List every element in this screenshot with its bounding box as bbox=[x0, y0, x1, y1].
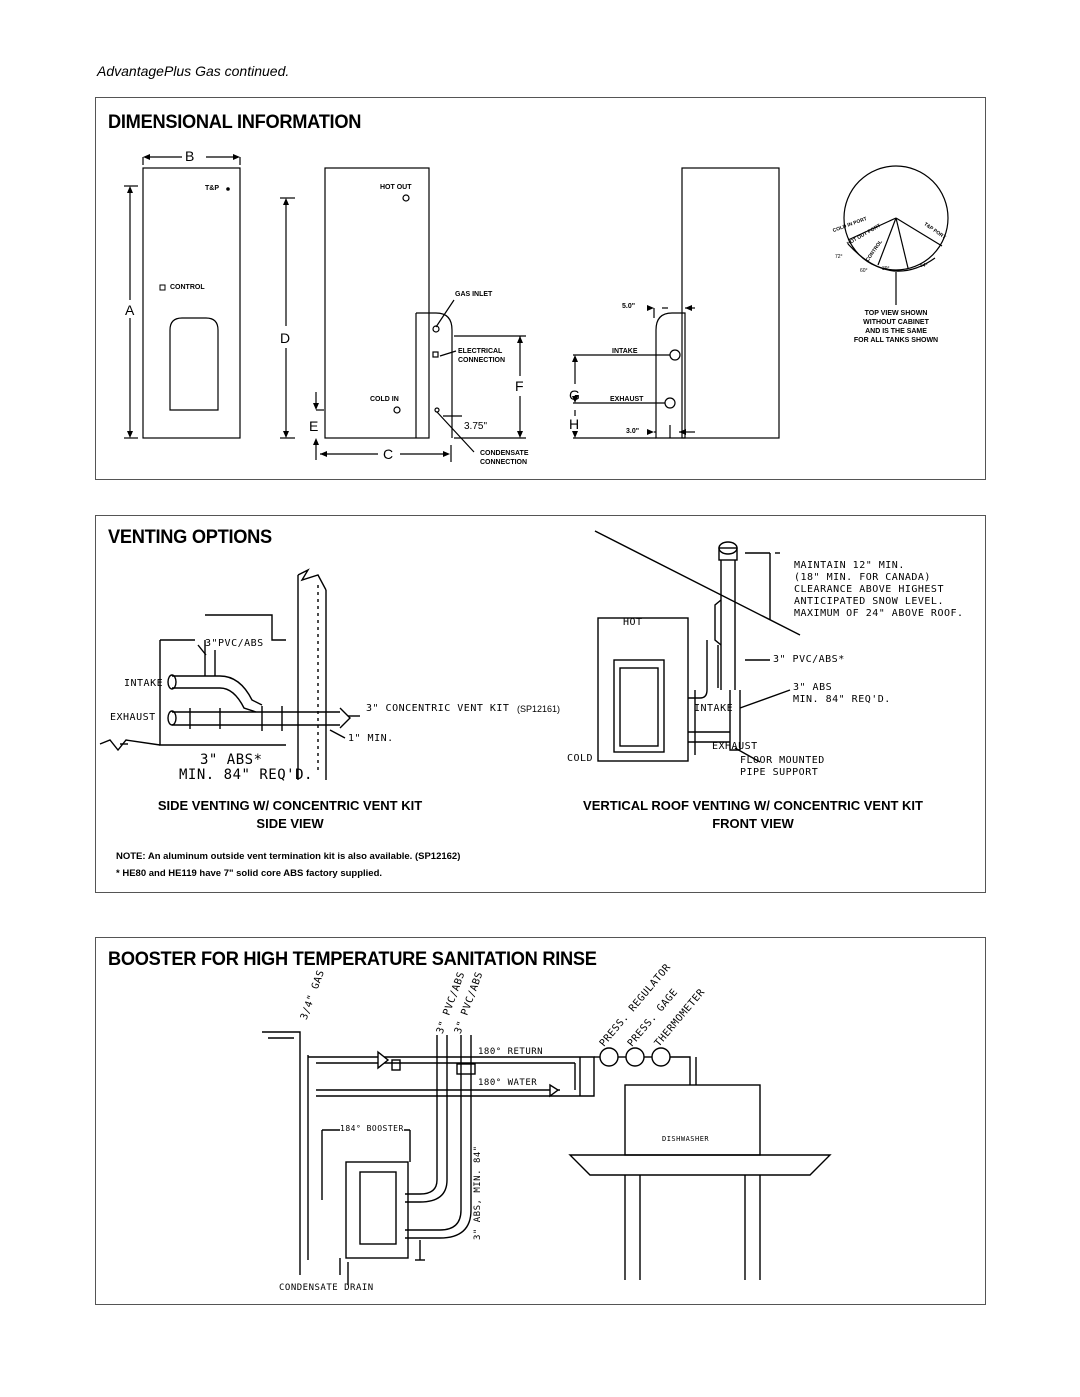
vertical-exhaust-label: EXHAUST bbox=[712, 741, 758, 752]
side-min1-label: 1" MIN. bbox=[348, 733, 394, 744]
dim-h-label: H bbox=[569, 416, 580, 432]
top-view-line1: TOP VIEW SHOWN bbox=[864, 310, 928, 317]
top-view-line2: WITHOUT CABINET bbox=[863, 319, 929, 326]
dim-50-label: 5.0" bbox=[622, 303, 636, 310]
vertical-hot-label: HOT bbox=[623, 617, 643, 628]
side-kit-number: (SP12161) bbox=[517, 704, 561, 714]
side-concentric-label: 3" CONCENTRIC VENT KIT bbox=[366, 703, 510, 714]
intake-label: INTAKE bbox=[612, 348, 638, 355]
side-caption-line2: SIDE VIEW bbox=[256, 816, 324, 831]
side-abs-label: 3" ABS* bbox=[200, 752, 263, 768]
booster-drawing bbox=[262, 1031, 832, 1285]
floor-line1: FLOOR MOUNTED bbox=[740, 755, 825, 766]
maintain-line1: MAINTAIN 12" MIN. bbox=[794, 560, 905, 571]
page-subtitle: AdvantagePlus Gas continued. bbox=[97, 63, 290, 79]
dimensional-title: DIMENSIONAL INFORMATION bbox=[108, 112, 362, 133]
maintain-line5: MAXIMUM OF 24" ABOVE ROOF. bbox=[794, 608, 964, 619]
electrical-connection-label: CONNECTION bbox=[458, 357, 506, 364]
dim-a-label: A bbox=[125, 302, 135, 318]
angle-54: 54° bbox=[920, 263, 928, 269]
top-view-line4: FOR ALL TANKS SHOWN bbox=[853, 337, 939, 344]
exhaust-label: EXHAUST bbox=[610, 396, 644, 403]
side-caption-line1: SIDE VENTING W/ CONCENTRIC VENT KIT bbox=[157, 798, 423, 813]
vertical-caption-line2: FRONT VIEW bbox=[712, 816, 794, 831]
dim-e-label: E bbox=[309, 418, 319, 434]
top-view-note: TOP VIEW SHOWN WITHOUT CABINET AND IS TH… bbox=[838, 309, 954, 345]
dimensional-panel: DIMENSIONAL INFORMATION bbox=[95, 97, 986, 480]
top-view-line3: AND IS THE SAME bbox=[865, 328, 927, 335]
angle-72: 72° bbox=[835, 254, 843, 260]
condensate-connection-label: CONNECTION bbox=[480, 459, 528, 466]
side-min84-label: MIN. 84" REQ'D. bbox=[179, 767, 313, 783]
dim-b-label: B bbox=[185, 148, 195, 164]
vertical-pvc-label: 3" PVC/ABS* bbox=[773, 654, 845, 665]
venting-panel: VENTING OPTIONS bbox=[95, 515, 986, 893]
electrical-label: ELECTRICAL bbox=[458, 348, 503, 355]
dim-d-label: D bbox=[280, 330, 291, 346]
venting-note-2: * HE80 and HE119 have 7" solid core ABS … bbox=[116, 868, 383, 879]
angle-60: 60° bbox=[860, 268, 868, 274]
angle-39: 39° bbox=[882, 266, 890, 272]
side-pvc-label: 3"PVC/ABS bbox=[205, 638, 264, 649]
vertical-floor-note: FLOOR MOUNTED PIPE SUPPORT bbox=[740, 755, 825, 779]
dishwasher-label: DISHWASHER bbox=[662, 1135, 710, 1143]
dim-f-label: F bbox=[515, 378, 524, 394]
booster-heater-label: 184° BOOSTER bbox=[340, 1124, 404, 1133]
vertical-min84-label: MIN. 84" REQ'D. bbox=[793, 694, 891, 705]
dim-g-label: G bbox=[569, 387, 580, 403]
vertical-maintain-note: MAINTAIN 12" MIN. (18" MIN. FOR CANADA) … bbox=[794, 560, 964, 620]
venting-title: VENTING OPTIONS bbox=[108, 527, 272, 548]
cold-in-label: COLD IN bbox=[370, 396, 399, 403]
side-exhaust-label: EXHAUST bbox=[110, 712, 156, 723]
maintain-line3: CLEARANCE ABOVE HIGHEST bbox=[794, 584, 944, 595]
venting-note-1: NOTE: An aluminum outside vent terminati… bbox=[116, 851, 461, 862]
condensate-drain-label: CONDENSATE DRAIN bbox=[279, 1283, 374, 1293]
booster-title: BOOSTER FOR HIGH TEMPERATURE SANITATION … bbox=[108, 949, 597, 970]
gas-inlet-label: GAS INLET bbox=[455, 291, 493, 298]
dim-375-label: 3.75" bbox=[464, 421, 488, 432]
booster-abs-label: 3" ABS, MIN. 84" bbox=[473, 1145, 483, 1240]
booster-panel: BOOSTER FOR HIGH TEMPERATURE SANITATION … bbox=[95, 937, 986, 1305]
vertical-abs-label: 3" ABS bbox=[793, 682, 833, 693]
vertical-venting-caption: VERTICAL ROOF VENTING W/ CONCENTRIC VENT… bbox=[528, 797, 978, 833]
condensate-label: CONDENSATE bbox=[480, 450, 529, 457]
floor-line2: PIPE SUPPORT bbox=[740, 767, 819, 778]
side-venting-drawing bbox=[99, 530, 801, 780]
vertical-intake-label: INTAKE bbox=[694, 703, 734, 714]
control-label: CONTROL bbox=[170, 284, 205, 291]
maintain-line4: ANTICIPATED SNOW LEVEL. bbox=[794, 596, 944, 607]
dim-c-label: C bbox=[383, 446, 394, 462]
vertical-cold-label: COLD bbox=[567, 753, 594, 764]
maintain-line2: (18" MIN. FOR CANADA) bbox=[794, 572, 931, 583]
vertical-caption-line1: VERTICAL ROOF VENTING W/ CONCENTRIC VENT… bbox=[583, 798, 923, 813]
hot-out-label: HOT OUT bbox=[380, 184, 412, 191]
tp-label: T&P bbox=[205, 185, 219, 192]
booster-water-label: 180° WATER bbox=[478, 1078, 538, 1088]
booster-return-label: 180° RETURN bbox=[478, 1047, 544, 1057]
side-intake-label: INTAKE bbox=[124, 678, 164, 689]
dimensional-drawing bbox=[124, 154, 949, 462]
dim-30-label: 3.0" bbox=[626, 428, 640, 435]
side-venting-caption: SIDE VENTING W/ CONCENTRIC VENT KIT SIDE… bbox=[100, 797, 480, 833]
